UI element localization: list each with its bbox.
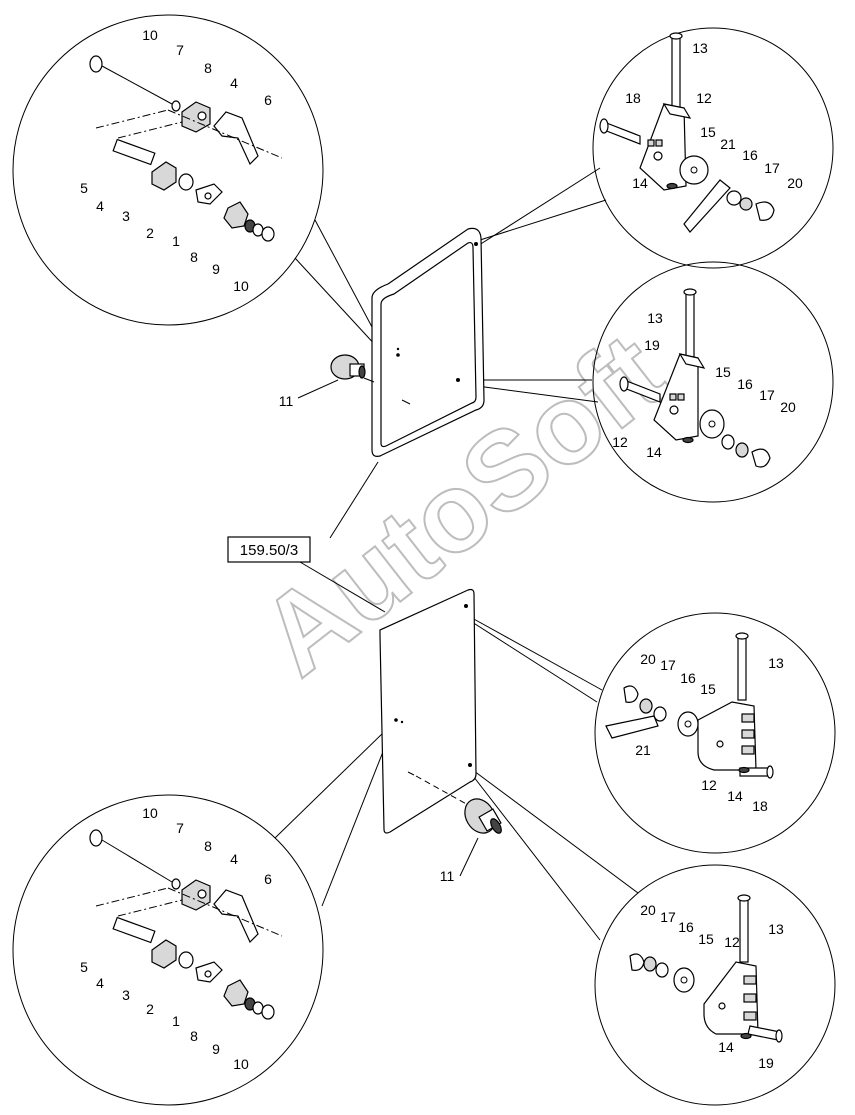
callout-lower-left-1: 1 <box>172 1013 180 1029</box>
callout-lower-left-9: 9 <box>212 1041 220 1057</box>
callout-mid-right-14: 14 <box>646 444 662 460</box>
callout-lower-left-10: 10 <box>233 1056 249 1072</box>
callout-lower-right-1-18: 18 <box>752 798 768 814</box>
callout-lower-left-2: 2 <box>146 1001 154 1017</box>
callout-upper-right-16: 16 <box>742 147 758 163</box>
callout-lower-left-7: 7 <box>176 820 184 836</box>
callout-lower-left-6: 6 <box>264 871 272 887</box>
callout-upper-right-12: 12 <box>696 90 712 106</box>
callout-upper-left-2: 2 <box>146 225 154 241</box>
reference-label: 159.50/3 <box>240 542 298 559</box>
callout-middle-11: 11 <box>279 393 294 409</box>
lower-door-panel <box>379 588 477 834</box>
callout-upper-right-14: 14 <box>632 175 648 191</box>
callout-lower-right-2-20: 20 <box>640 902 656 918</box>
callout-mid-right-20: 20 <box>780 399 796 415</box>
callout-upper-right-18: 18 <box>625 90 641 106</box>
callout-lower-right-1-21: 21 <box>635 742 651 758</box>
callout-lower-left-3: 3 <box>122 987 130 1003</box>
callout-lower-right-1-13: 13 <box>768 655 784 671</box>
callout-upper-left-6: 6 <box>264 92 272 108</box>
callout-upper-left-10: 10 <box>142 27 158 43</box>
callout-upper-left-5: 5 <box>80 180 88 196</box>
detail-circle-lower-left <box>12 794 324 1106</box>
reference-box: 159.50/3 <box>227 536 311 563</box>
upper-door-panel <box>371 227 485 457</box>
callout-mid-right-17: 17 <box>759 387 775 403</box>
callout-lower-right-2-12: 12 <box>724 934 740 950</box>
hinge-assembly-mid-right <box>619 288 771 468</box>
latch-assembly-lower-left <box>89 829 283 1020</box>
upper-latch-knob <box>297 354 375 399</box>
detail-circle-lower-right-2 <box>594 864 836 1106</box>
callout-upper-left-10: 10 <box>233 278 249 294</box>
callout-mid-right-13: 13 <box>647 310 663 326</box>
hinge-assembly-lower-right-2 <box>629 894 783 1043</box>
callout-lower-right-1-15: 15 <box>700 681 716 697</box>
hinge-assembly-lower-right-1 <box>605 632 774 779</box>
callout-upper-left-8: 8 <box>190 249 198 265</box>
callout-lower-left-10: 10 <box>142 805 158 821</box>
lower-latch-knob <box>459 798 502 877</box>
callout-upper-right-17: 17 <box>764 160 780 176</box>
callout-lower-left-8: 8 <box>190 1028 198 1044</box>
callout-upper-right-15: 15 <box>700 124 716 140</box>
callout-lower-right-2-14: 14 <box>718 1039 734 1055</box>
hinge-assembly-upper-right <box>599 32 775 233</box>
callout-upper-left-4: 4 <box>96 198 104 214</box>
detail-circle-upper-right <box>592 27 834 269</box>
callout-lower-right-2-17: 17 <box>660 909 676 925</box>
detail-circle-mid-right <box>592 261 834 503</box>
callout-upper-left-7: 7 <box>176 42 184 58</box>
callout-upper-left-3: 3 <box>122 208 130 224</box>
callout-lower-right-1-12: 12 <box>701 777 717 793</box>
callout-lower-right-1-20: 20 <box>640 651 656 667</box>
callout-mid-right-16: 16 <box>737 376 753 392</box>
callout-lower-right-1-17: 17 <box>660 657 676 673</box>
callout-upper-left-4: 4 <box>230 75 238 91</box>
callout-lower-left-5: 5 <box>80 959 88 975</box>
callout-lower-right-2-15: 15 <box>698 931 714 947</box>
callout-lower-right-2-13: 13 <box>768 921 784 937</box>
callout-lower-left-8: 8 <box>204 838 212 854</box>
latch-assembly-upper-left <box>89 55 283 242</box>
callout-mid-right-15: 15 <box>715 364 731 380</box>
callout-mid-right-19: 19 <box>644 337 660 353</box>
callout-upper-right-21: 21 <box>720 136 736 152</box>
callout-lower-left-4: 4 <box>96 975 104 991</box>
callout-lower-right-2-16: 16 <box>678 919 694 935</box>
callout-bottom-middle-11: 11 <box>440 868 455 884</box>
callout-upper-left-9: 9 <box>212 261 220 277</box>
callout-upper-left-1: 1 <box>172 233 180 249</box>
callout-lower-left-4: 4 <box>230 851 238 867</box>
callout-mid-right-12: 12 <box>612 434 628 450</box>
callout-lower-right-1-16: 16 <box>680 670 696 686</box>
callout-lower-right-1-14: 14 <box>727 788 743 804</box>
callout-upper-left-8: 8 <box>204 60 212 76</box>
detail-circle-upper-left <box>12 14 324 326</box>
callout-upper-right-20: 20 <box>787 175 803 191</box>
callout-lower-right-2-19: 19 <box>758 1055 774 1071</box>
detail-circle-lower-right-1 <box>594 612 836 854</box>
callout-upper-right-13: 13 <box>692 40 708 56</box>
